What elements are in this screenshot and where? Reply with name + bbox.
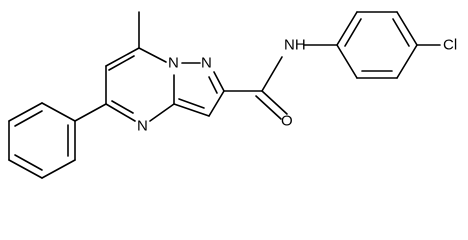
bond-n1-c2-inner: [208, 76, 218, 94]
bond-ph-5: [8, 102, 43, 122]
bond-ph-3: [8, 159, 43, 179]
bond-c7-c6-inner: [108, 55, 135, 71]
bond-n1-c2: [213, 71, 225, 92]
bond-ph-3-inner: [14, 154, 43, 171]
bond-c3-c3a-inner: [178, 98, 205, 109]
bond-carbonyl-nh: [261, 56, 283, 92]
atom-n-pyrimidine: N: [137, 118, 148, 135]
bond-c7-c6: [105, 47, 140, 67]
atom-nh: NH: [284, 37, 306, 54]
bond-ar-4: [396, 44, 418, 79]
bond-carbonyl-o-double: [255, 95, 282, 120]
bond-ar-6: [336, 44, 358, 79]
bond-c3-c3a: [173, 103, 210, 117]
bond-ph-6: [41, 102, 76, 122]
atom-n-bridge: N: [168, 55, 179, 72]
bonds: [8, 11, 441, 179]
molecule-structure: N N N NH O Cl: [8, 11, 457, 179]
bond-c2-c3: [208, 90, 225, 117]
atom-n-ring-top: N: [201, 55, 212, 72]
bond-ar-1: [336, 11, 358, 46]
bond-ph-5-inner: [14, 110, 43, 127]
bond-c5-n4: [105, 103, 136, 122]
bond-ph-2: [41, 159, 76, 179]
bond-carbonyl-o: [261, 90, 288, 115]
bond-ar-1-inner: [344, 18, 362, 47]
bond-n4-c3a: [149, 103, 175, 122]
bond-ar-3-inner: [392, 18, 410, 47]
bond-n7a-c7: [138, 47, 167, 63]
atom-labels: N N N NH O Cl: [137, 37, 457, 135]
bond-c5-n4-inner: [111, 100, 134, 114]
bond-c5-phenyl: [74, 103, 107, 122]
bond-ar-3: [396, 11, 418, 46]
atom-o: O: [281, 113, 293, 130]
atom-cl: Cl: [443, 37, 457, 54]
